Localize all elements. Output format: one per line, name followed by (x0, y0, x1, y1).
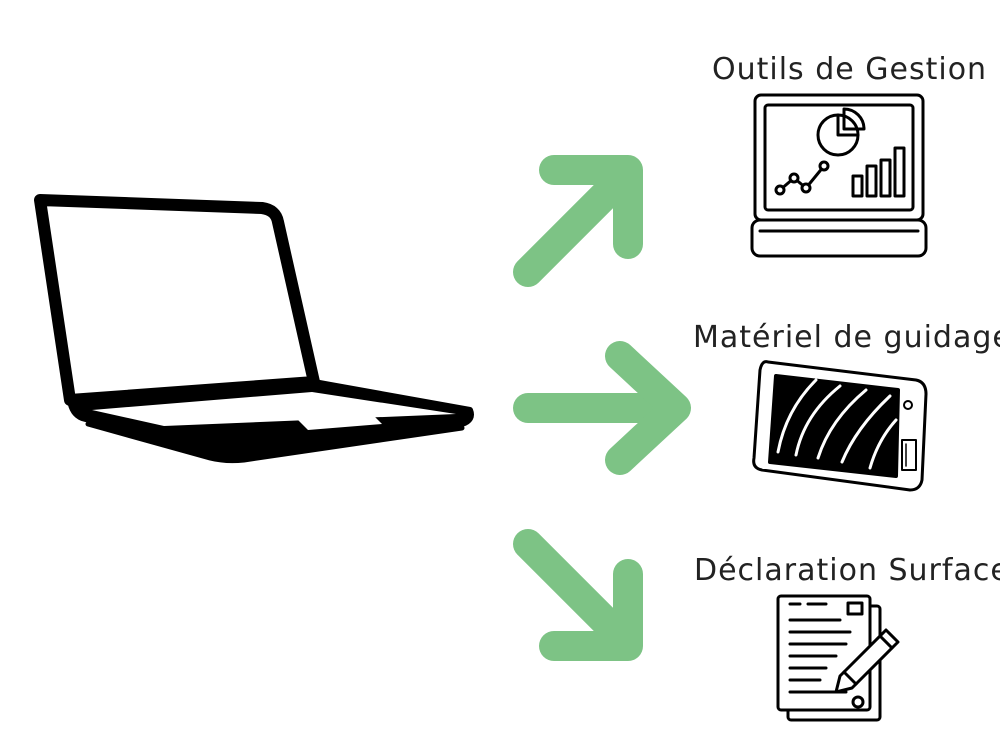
laptop-bottom-rim (85, 421, 465, 464)
arrow-right (513, 341, 691, 475)
target-label-declaration-surface: Déclaration Surface (694, 553, 1000, 588)
management-dashboard-icon (750, 93, 928, 258)
arrow-down-right (513, 529, 643, 661)
guidance-display-icon (752, 360, 928, 492)
laptop-icon (34, 194, 474, 464)
target-label-outils-de-gestion: Outils de Gestion (712, 52, 988, 87)
arrow-up-right (513, 155, 643, 287)
declaration-document-icon (776, 594, 900, 722)
laptop-touchpad (298, 414, 382, 430)
laptop-screen (34, 194, 320, 406)
target-label-materiel-de-guidage: Matériel de guidage (693, 320, 1000, 355)
